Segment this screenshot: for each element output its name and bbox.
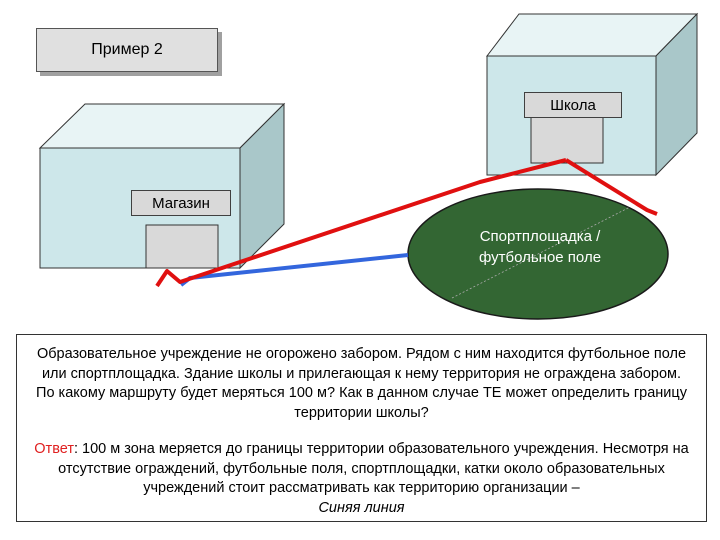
- sports-field-label: Спортплощадка / футбольное поле: [430, 226, 650, 268]
- field-divider: [451, 206, 631, 299]
- sports-field-label-line1: Спортплощадка /: [479, 228, 601, 245]
- store-door: [145, 224, 219, 269]
- description-box: Образовательное учреждение не огорожено …: [16, 334, 707, 522]
- store-building: [38, 102, 286, 270]
- school-label: Школа: [524, 92, 622, 118]
- answer-label-colon: :: [73, 441, 78, 457]
- question-text: Образовательное учреждение не огорожено …: [36, 346, 687, 421]
- red-route-line-lower: [155, 158, 567, 288]
- school-door: [530, 116, 604, 164]
- example-label: Пример 2: [36, 28, 218, 72]
- red-route-line: [564, 158, 658, 216]
- school-building: [485, 12, 699, 177]
- store-label: Магазин: [131, 190, 231, 216]
- answer-emphasis: Синяя линия: [318, 499, 405, 516]
- answer-label: Ответ: [34, 441, 74, 457]
- answer-text: 100 м зона меряется до границы территори…: [58, 441, 689, 496]
- sports-field-label-line2: футбольное поле: [478, 249, 602, 266]
- answer-paragraph: Ответ: 100 м зона меряется до границы те…: [31, 440, 692, 518]
